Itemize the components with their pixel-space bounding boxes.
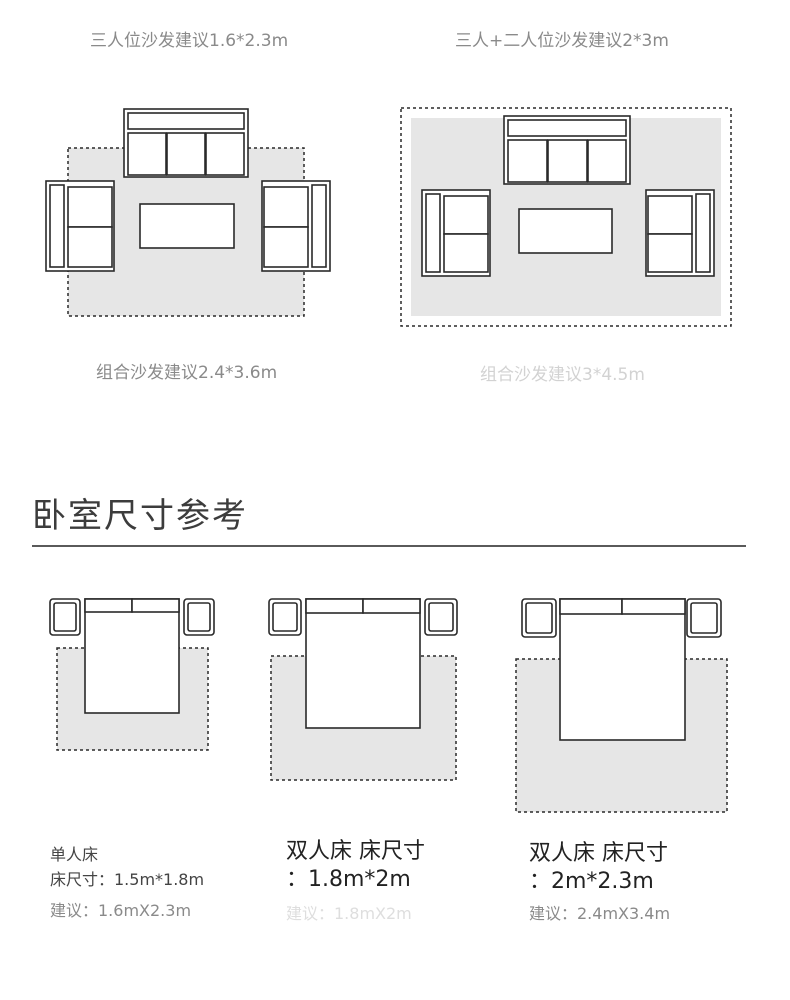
nightstand-left xyxy=(521,598,557,638)
caption-bed-size: ：1.8m*2m xyxy=(286,867,411,892)
bed xyxy=(305,598,421,729)
pillow xyxy=(621,598,686,615)
pillow xyxy=(84,598,133,613)
label-combo-sofa-small: 组合沙发建议2.4*3.6m xyxy=(96,363,278,383)
pillow xyxy=(131,598,180,613)
nightstand-right xyxy=(686,598,722,638)
label-three-plus-two-sofa: 三人+二人位沙发建议2*3m xyxy=(455,31,669,51)
label-three-seat-sofa: 三人位沙发建议1.6*2.3m xyxy=(90,31,289,51)
caption-suggestion: 建议：2.4mX3.4m xyxy=(529,904,671,923)
caption-title: 双人床 床尺寸 xyxy=(529,841,668,866)
pillow xyxy=(362,598,421,614)
section-title-bedroom: 卧室尺寸参考 xyxy=(32,496,248,536)
bed xyxy=(84,598,180,714)
coffee-table xyxy=(139,203,235,249)
caption-bed-size: ：2m*2.3m xyxy=(529,869,654,894)
coffee-table-large xyxy=(518,208,613,254)
bedroom-layout-double xyxy=(268,598,458,781)
nightstand-left xyxy=(268,598,302,636)
nightstand-left xyxy=(49,598,81,636)
nightstand-right xyxy=(424,598,458,636)
pillow xyxy=(559,598,623,615)
caption-single-bed: 单人床 床尺寸：1.5m*1.8m 建议：1.6mX2.3m xyxy=(50,842,204,923)
caption-suggestion: 建议：1.8mX2m xyxy=(286,904,412,923)
pillow xyxy=(305,598,364,614)
caption-bed-size: 床尺寸：1.5m*1.8m xyxy=(50,870,205,889)
three-seat-sofa-large xyxy=(503,115,631,185)
caption-title: 双人床 床尺寸 xyxy=(286,839,425,864)
nightstand-right xyxy=(183,598,215,636)
bedroom-layout-king xyxy=(515,598,728,813)
armchair-right xyxy=(261,180,331,272)
living-layout-large xyxy=(400,107,732,327)
label-combo-sofa-large: 组合沙发建议3*4.5m xyxy=(480,365,645,385)
armchair-left-large xyxy=(421,189,491,277)
caption-double-bed: 双人床 床尺寸 ：1.8m*2m 建议：1.8mX2m xyxy=(286,838,425,928)
armchair-left xyxy=(45,180,115,272)
caption-king-bed: 双人床 床尺寸 ：2m*2.3m 建议：2.4mX3.4m xyxy=(529,840,670,928)
caption-suggestion: 建议：1.6mX2.3m xyxy=(50,901,192,920)
caption-title: 单人床 xyxy=(50,845,99,864)
three-seat-sofa xyxy=(123,108,249,178)
bedroom-layout-single xyxy=(49,598,215,751)
section-divider xyxy=(32,545,746,547)
bed xyxy=(559,598,686,741)
living-layout-small xyxy=(45,108,331,317)
armchair-right-large xyxy=(645,189,715,277)
